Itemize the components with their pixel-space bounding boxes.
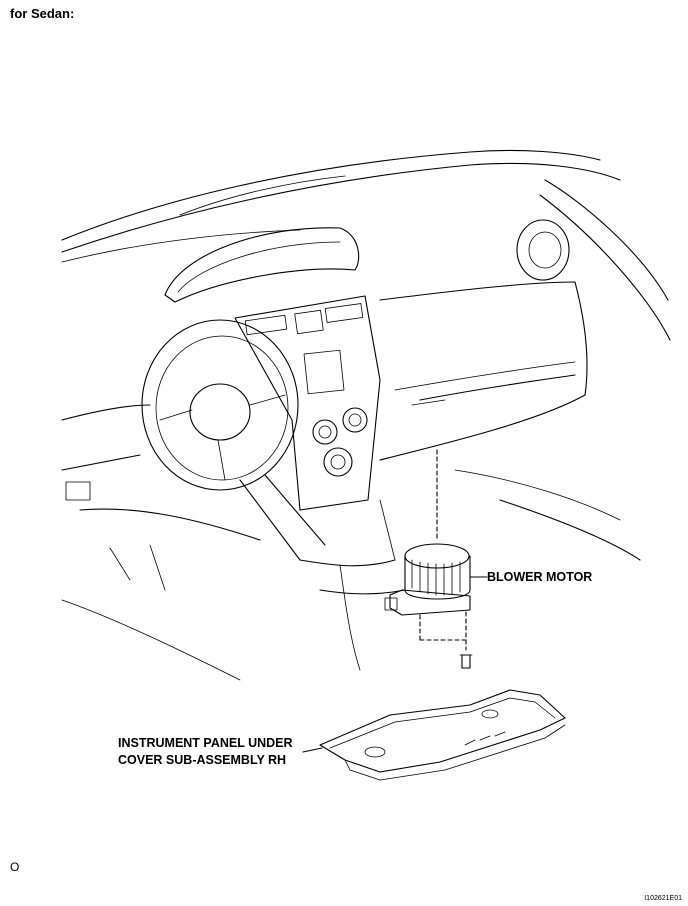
page-marker: O bbox=[10, 860, 20, 874]
steering-wheel bbox=[141, 319, 326, 561]
figure-id: I102621E01 bbox=[644, 895, 682, 902]
instrument-cluster bbox=[164, 227, 360, 303]
panel-cover-label: INSTRUMENT PANEL UNDER COVER SUB-ASSEMBL… bbox=[118, 735, 293, 769]
section-heading: for Sedan: bbox=[10, 6, 75, 21]
dashboard-outline bbox=[61, 149, 671, 561]
blower-motor-label: BLOWER MOTOR bbox=[487, 570, 593, 584]
panel-cover-label-line2: COVER SUB-ASSEMBLY RH bbox=[118, 753, 287, 767]
left-dash-and-pedals bbox=[61, 404, 261, 681]
center-stack bbox=[234, 295, 381, 511]
blower-motor-part bbox=[384, 449, 488, 669]
panel-cover-label-line1: INSTRUMENT PANEL UNDER bbox=[118, 736, 293, 750]
panel-under-cover-part bbox=[302, 689, 566, 781]
center-console bbox=[299, 499, 406, 671]
